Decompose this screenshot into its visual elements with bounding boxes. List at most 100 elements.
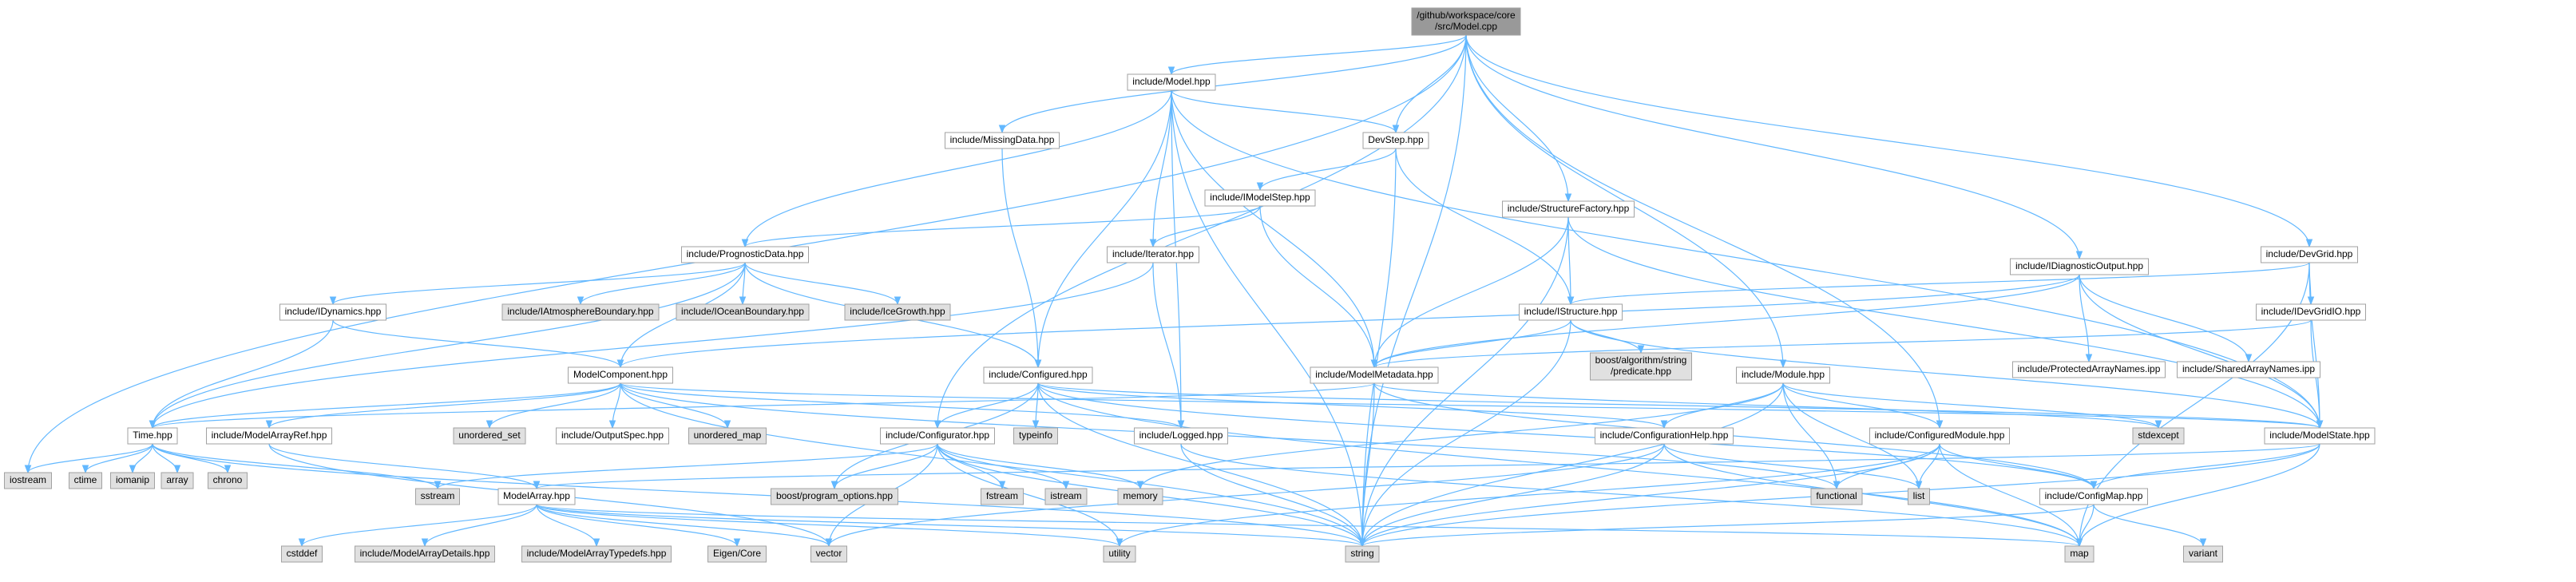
graph-node-configuredmodule[interactable]: include/ConfiguredModule.hpp: [1869, 427, 2010, 445]
graph-edge-arrowhead: [733, 538, 741, 548]
graph-node-label: include/ModelArrayRef.hpp: [212, 430, 327, 441]
graph-edge-line: [27, 443, 153, 473]
graph-edge-configuredmodule-to-configmap: [1939, 443, 2098, 490]
graph-edge-arrowhead: [1370, 359, 1378, 369]
graph-edge-arrowhead: [434, 481, 442, 490]
graph-node-label: include/IStructure.hpp: [1524, 306, 1618, 317]
graph-node-module[interactable]: include/Module.hpp: [1736, 366, 1830, 384]
graph-node-box: [1345, 545, 1380, 563]
graph-node-idynamics[interactable]: include/IDynamics.hpp: [279, 303, 386, 321]
graph-edge-time-to-iomanip: [129, 443, 153, 474]
graph-node-label: include/ModelArrayDetails.hpp: [360, 548, 490, 559]
graph-node-structfactory[interactable]: include/StructureFactory.hpp: [1502, 200, 1635, 218]
graph-edge-line: [152, 443, 228, 473]
graph-edge-arrowhead: [894, 296, 902, 306]
graph-node-logged[interactable]: include/Logged.hpp: [1134, 427, 1228, 445]
graph-node-protected[interactable]: include/ProtectedArrayNames.ipp: [2012, 361, 2166, 378]
graph-edge-line: [1939, 443, 2094, 489]
graph-node-iterator[interactable]: include/Iterator.hpp: [1107, 246, 1199, 263]
graph-node-box: [2264, 427, 2376, 445]
graph-edge-arrowhead: [592, 538, 600, 548]
graph-node-box: [208, 472, 248, 489]
graph-node-modelarrayref[interactable]: include/ModelArrayRef.hpp: [206, 427, 332, 445]
graph-edge-arrowhead: [577, 296, 585, 306]
graph-edge-time-to-sstream: [152, 443, 442, 490]
graph-node-idevgridio[interactable]: include/IDevGridIO.hpp: [2256, 303, 2366, 321]
graph-node-modelstate[interactable]: include/ModelState.hpp: [2264, 427, 2376, 445]
graph-node-modelarray[interactable]: ModelArray.hpp: [497, 488, 576, 505]
graph-node-label: ModelArray.hpp: [503, 490, 570, 501]
graph-edge-arrowhead: [533, 481, 541, 490]
graph-node-devgrid[interactable]: include/DevGrid.hpp: [2261, 246, 2358, 263]
graph-node-prognostic[interactable]: include/PrognosticData.hpp: [681, 246, 809, 263]
graph-edge-line: [580, 262, 746, 305]
graph-edge-line: [1465, 34, 2080, 259]
graph-node-box: [1411, 7, 1521, 36]
graph-node-devstep[interactable]: DevStep.hpp: [1362, 132, 1429, 149]
graph-edge-arrowhead: [81, 465, 89, 474]
graph-node-label: map: [2070, 548, 2089, 559]
graph-edge-root-to-string: [1358, 34, 1467, 548]
graph-edge-arrowhead: [1167, 66, 1175, 76]
graph-node-string: string: [1345, 545, 1380, 563]
graph-node-label: iostream: [10, 474, 46, 485]
graph-edge-confighelp-to-string: [1358, 443, 1665, 548]
graph-node-modelcomponent[interactable]: ModelComponent.hpp: [568, 366, 673, 384]
graph-node-model-hpp[interactable]: include/Model.hpp: [1127, 73, 1216, 91]
graph-edge-line: [2079, 274, 2320, 429]
graph-edge-configured-to-configurator: [933, 382, 1039, 430]
graph-node-box: [415, 488, 460, 505]
graph-node-configurator[interactable]: include/Configurator.hpp: [880, 427, 995, 445]
graph-edge-arrowhead: [1032, 420, 1040, 430]
graph-edge-configured-to-modelstate: [1037, 382, 2324, 430]
graph-node-box: [110, 472, 155, 489]
graph-edge-model-hpp-to-configured: [1034, 89, 1172, 369]
graph-edge-line: [1782, 382, 2159, 429]
graph-node-box: [568, 366, 673, 384]
graph-node-label: include/StructureFactory.hpp: [1508, 203, 1630, 214]
graph-edge-arrowhead: [2154, 420, 2162, 430]
graph-edge-line: [834, 443, 938, 489]
graph-edge-line: [1180, 443, 1363, 547]
graph-edge-line: [1570, 319, 1642, 354]
graph-edge-arrowhead: [1637, 345, 1645, 354]
graph-node-box: [281, 545, 323, 563]
graph-edge-arrowhead: [608, 420, 616, 430]
graph-node-label: Eigen/Core: [713, 548, 761, 559]
graph-node-iatmos: include/IAtmosphereBoundary.hpp: [501, 303, 660, 321]
graph-node-modelarraydetails: include/ModelArrayDetails.hpp: [355, 545, 495, 563]
graph-node-modelmetadata[interactable]: include/ModelMetadata.hpp: [1310, 366, 1439, 384]
graph-edge-modelarray-to-map: [536, 504, 2083, 548]
graph-node-istructure[interactable]: include/IStructure.hpp: [1519, 303, 1623, 321]
graph-edge-iterator-to-time: [149, 262, 1154, 430]
graph-node-label: typeinfo: [1019, 430, 1052, 441]
graph-edge-line: [1152, 262, 1182, 429]
graph-edge-line: [152, 262, 1154, 429]
graph-node-imodelstep[interactable]: include/IModelStep.hpp: [1204, 189, 1316, 207]
graph-node-configmap[interactable]: include/ConfigMap.hpp: [2039, 488, 2148, 505]
graph-edge-line: [2079, 274, 2090, 362]
graph-edge-configurator-to-memory: [937, 443, 1144, 490]
graph-node-box: [688, 427, 767, 445]
graph-node-boostalg: boost/algorithm/string/predicate.hpp: [1590, 352, 1692, 381]
graph-node-root[interactable]: /github/workspace/core/src/Model.cpp: [1411, 7, 1521, 36]
graph-node-stdexcept: stdexcept: [2132, 427, 2185, 445]
graph-edge-line: [424, 504, 537, 547]
graph-node-functional: functional: [1810, 488, 1863, 505]
graph-node-configured[interactable]: include/Configured.hpp: [983, 366, 1093, 384]
graph-edge-arrowhead: [1392, 125, 1400, 134]
graph-edge-line: [1361, 443, 1665, 547]
graph-edge-configmap-to-variant: [2093, 504, 2207, 548]
graph-node-missingdata[interactable]: include/MissingData.hpp: [945, 132, 1060, 149]
graph-node-box: [206, 427, 332, 445]
graph-node-outputspec[interactable]: include/OutputSpec.hpp: [556, 427, 669, 445]
graph-edge-line: [937, 443, 1003, 489]
graph-node-time[interactable]: Time.hpp: [127, 427, 178, 445]
graph-edge-line: [620, 382, 2320, 429]
graph-edge-line: [1567, 216, 1571, 305]
graph-node-shared[interactable]: include/SharedArrayNames.ipp: [2177, 361, 2320, 378]
graph-node-idiagnostic[interactable]: include/IDiagnosticOutput.hpp: [2010, 258, 2149, 275]
graph-edge-arrowhead: [2075, 251, 2083, 260]
graph-node-label: include/ConfigurationHelp.hpp: [1600, 430, 1729, 441]
graph-node-confighelp[interactable]: include/ConfigurationHelp.hpp: [1595, 427, 1734, 445]
